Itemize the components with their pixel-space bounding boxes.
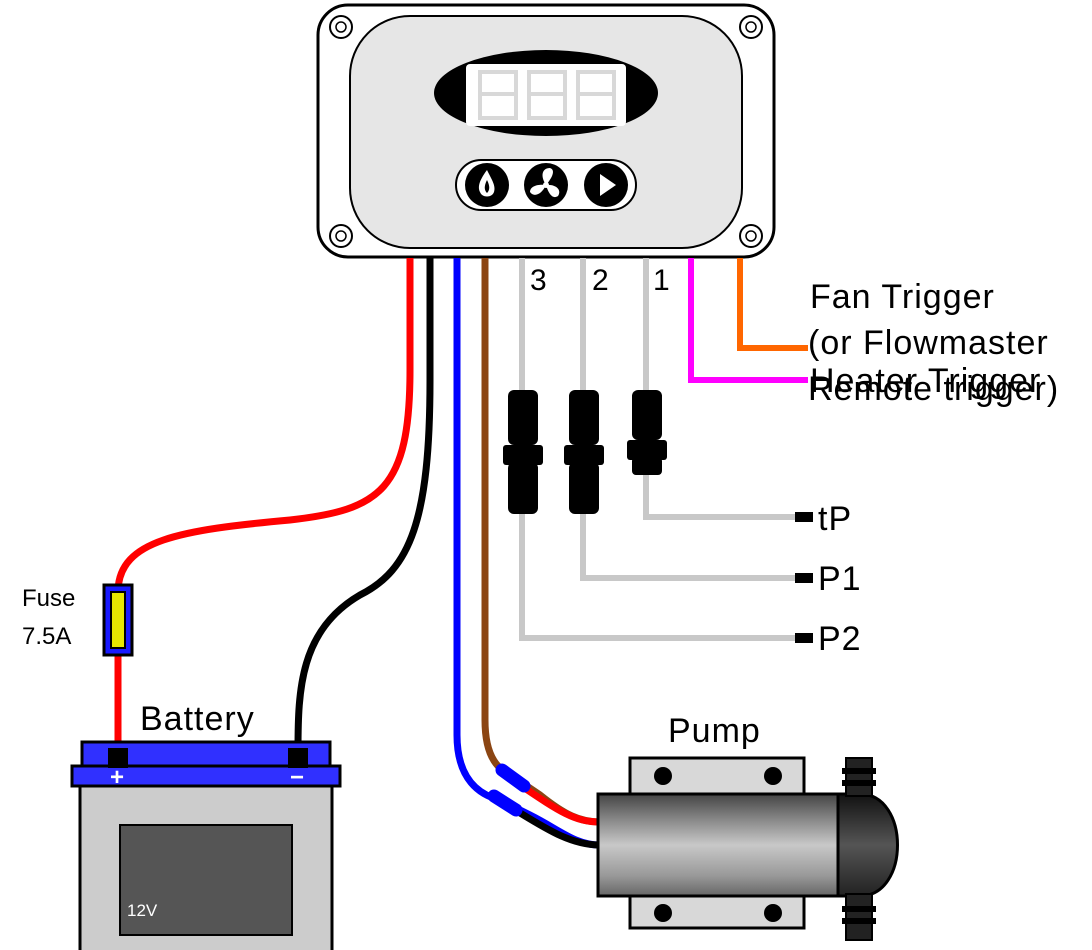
fan-icon [530,168,560,198]
wire-number-2: 2 [592,264,609,297]
magenta-heater-trigger-wire [688,258,808,383]
p1-label: P1 [818,560,862,598]
grey-wire-1 [643,258,795,520]
fan-trigger-label-line2: (or Flowmaster [808,324,1049,362]
heatshrink-lower [487,789,523,817]
black-ground-wire [294,258,434,751]
wire-number-1: 1 [653,264,670,297]
pump-inlet-port [845,757,873,797]
battery-voltage-label: 12V [127,901,158,920]
fan-trigger-label-line1: Fan Trigger [810,278,995,316]
pump-label: Pump [668,712,761,750]
pump-motor-body [596,792,842,898]
fan-trigger-label-line3: Remote trigger) [808,370,1059,408]
heater-trigger-label: Heater Trigger [810,362,1041,400]
digit-1 [478,70,518,120]
red-power-wire [114,258,414,591]
play-button[interactable] [584,163,628,207]
battery-positive-post [108,748,128,768]
connector-2 [564,390,604,514]
seven-segment-digits [478,70,616,120]
pump-black-lead [510,805,601,849]
fuse-rating-label: 7.5A [22,623,71,650]
flame-button[interactable] [465,163,509,207]
grey-wire-2 [580,258,795,581]
pump [596,756,899,941]
controller-unit [316,3,776,259]
blue-pump-wire [453,258,601,849]
p1-terminal [795,573,813,583]
orange-fan-trigger-wire [737,258,808,351]
connector-1 [627,390,667,475]
battery-label: Battery [140,700,255,738]
connector-3 [503,390,543,514]
fuse-element [110,591,126,649]
screw-holes [329,15,763,248]
fan-button[interactable] [524,163,568,207]
battery-label-panel [119,824,293,936]
pump-head [836,792,899,898]
battery-positive-sign: + [110,764,124,791]
battery-negative-post [288,748,308,768]
p2-terminal [795,633,813,643]
pump-outlet-port [845,893,873,941]
tp-label: tP [818,500,852,538]
digit-2 [527,70,567,120]
flame-icon [478,170,495,197]
fuse [102,583,134,657]
p2-label: P2 [818,620,862,658]
grey-wire-3 [519,258,795,641]
digit-3 [576,70,616,120]
pump-red-lead [518,782,601,826]
wire-number-3: 3 [530,264,547,297]
play-icon [600,174,616,196]
battery [70,740,342,950]
heatshrink-upper [495,763,531,793]
battery-top-rim [70,764,342,788]
tp-terminal [795,512,813,522]
battery-negative-sign: − [290,764,304,791]
fuse-label: Fuse [22,585,75,612]
